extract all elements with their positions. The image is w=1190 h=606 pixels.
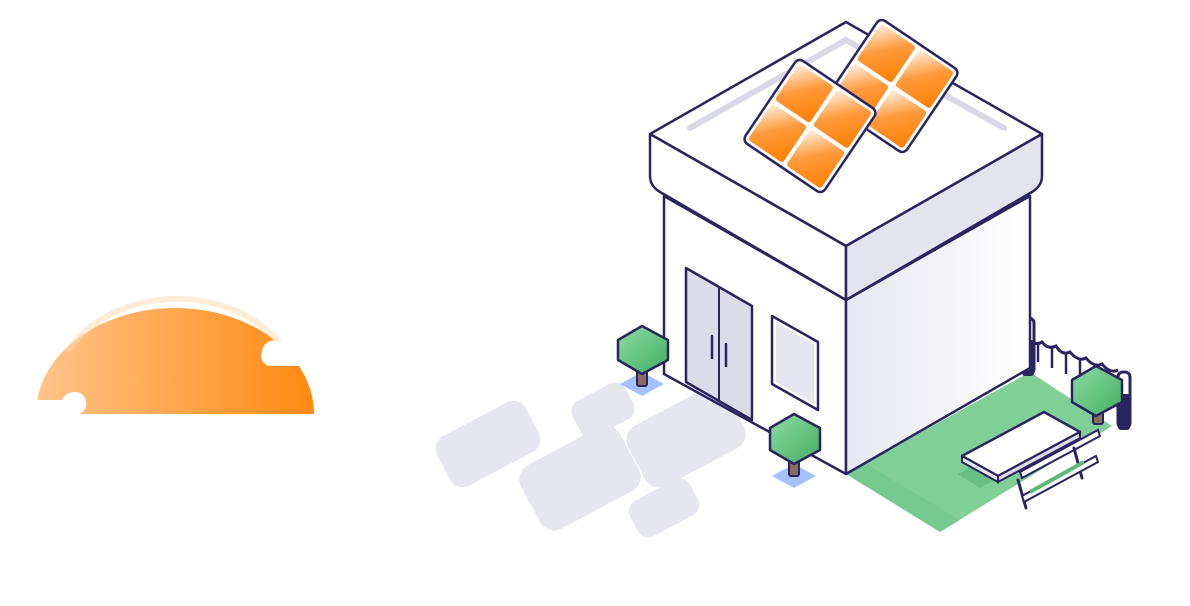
paving-stone-icon: [435, 382, 746, 538]
picnic-table-icon: [958, 410, 1102, 510]
shrub-icon: [768, 412, 822, 488]
shrub-icon: [616, 324, 670, 396]
solar-panel-icon: [743, 18, 959, 194]
sun-icon: [36, 295, 314, 414]
shrub-icon: [1070, 364, 1124, 425]
window-icon: [770, 314, 820, 412]
cloud-icon: [36, 340, 307, 414]
door-icon: [684, 266, 754, 422]
